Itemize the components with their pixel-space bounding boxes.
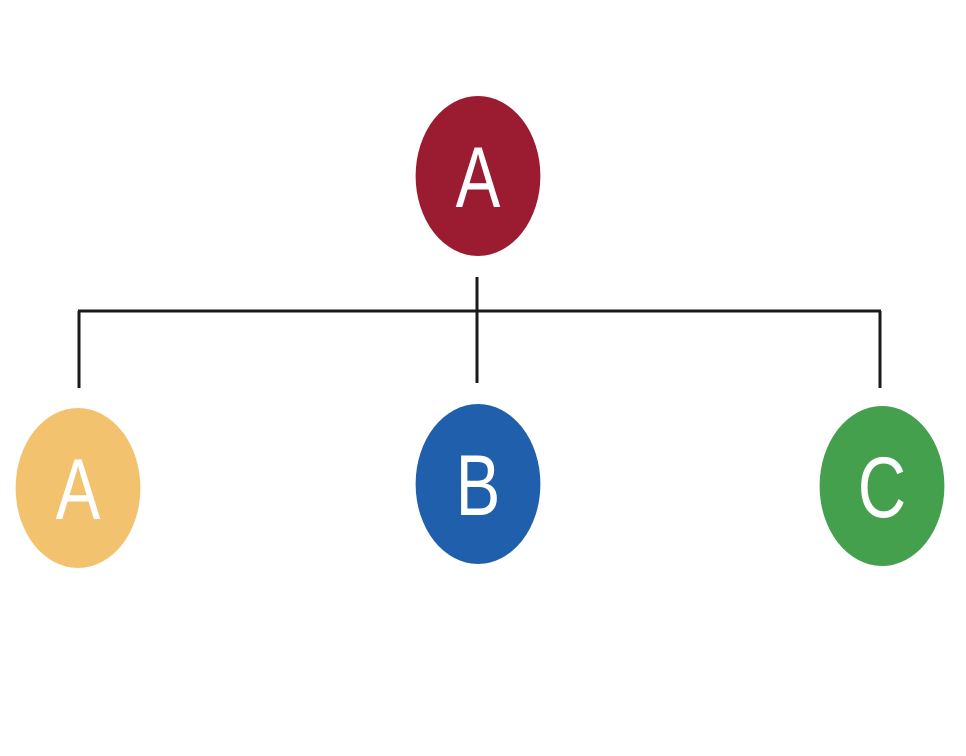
child-node-b: B [415, 404, 541, 564]
child-node-c: C [819, 406, 945, 566]
child-node-a: A [15, 408, 141, 568]
child-node-a-label: A [55, 442, 101, 538]
child-node-c-label: C [857, 440, 907, 536]
root-node-label: A [455, 130, 501, 226]
root-node: A [415, 96, 541, 256]
child-node-b-label: B [455, 438, 501, 534]
